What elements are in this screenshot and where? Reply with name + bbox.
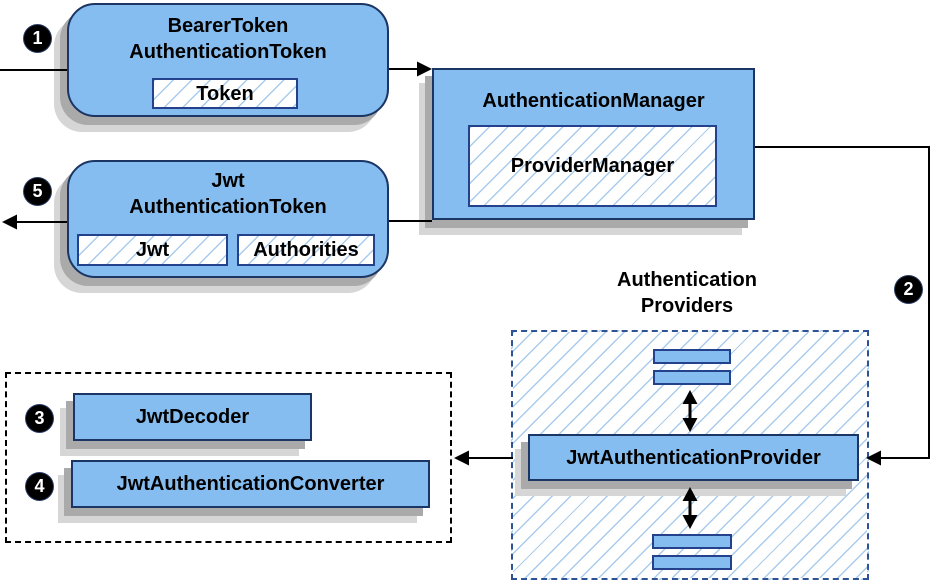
- jwt-decoder-node: JwtDecoder: [73, 393, 312, 441]
- step-badge-1: 1: [24, 25, 51, 52]
- step-badge-3-digit: 3: [34, 408, 45, 428]
- step-badge-4: 4: [26, 473, 53, 500]
- authorities-field: Authorities: [237, 234, 375, 266]
- authentication-providers-label-line1: Authentication: [617, 269, 757, 291]
- authentication-manager-node: AuthenticationManager ProviderManager: [432, 68, 755, 220]
- jwt-decoder-label: JwtDecoder: [135, 406, 250, 428]
- provider-manager-label: ProviderManager: [510, 155, 675, 177]
- bearer-token-title-line2: AuthenticationToken: [129, 41, 327, 63]
- jwt-authentication-converter-node: JwtAuthenticationConverter: [71, 460, 430, 508]
- arrow-left-icon: [2, 214, 17, 230]
- bearer-token-authentication-token-node: BearerToken AuthenticationToken Token: [67, 3, 389, 117]
- step-badge-5: 5: [24, 178, 51, 205]
- step-badge-3: 3: [26, 405, 53, 432]
- step-badge-2: 2: [895, 276, 922, 303]
- authorities-field-label: Authorities: [253, 239, 359, 261]
- bearer-token-title-line1: BearerToken: [167, 15, 289, 37]
- jwt-field: Jwt: [77, 234, 228, 266]
- jwt-field-label: Jwt: [135, 239, 170, 261]
- provider-slot-bar-top-2: [653, 370, 731, 385]
- jwt-token-title-line2: AuthenticationToken: [129, 196, 327, 218]
- arrow-right-icon: [417, 61, 432, 77]
- jwt-authentication-provider-node: JwtAuthenticationProvider: [528, 434, 859, 481]
- authentication-providers-label-line2: Providers: [640, 295, 734, 317]
- jwt-authentication-converter-label: JwtAuthenticationConverter: [116, 473, 385, 495]
- provider-slot-bar-bottom-1: [652, 534, 732, 549]
- authentication-providers-label: Authentication Providers: [577, 267, 797, 319]
- token-field-label: Token: [196, 82, 254, 105]
- arrow-left-icon: [454, 450, 469, 466]
- provider-slot-bar-top-1: [653, 349, 731, 364]
- authentication-manager-title: AuthenticationManager: [482, 90, 705, 112]
- step-badge-5-digit: 5: [32, 181, 43, 201]
- provider-slot-bar-bottom-2: [652, 555, 732, 570]
- jwt-processing-region: [5, 372, 452, 543]
- step-badge-2-digit: 2: [903, 279, 914, 299]
- step-badge-4-digit: 4: [34, 476, 45, 496]
- jwt-token-title-line1: Jwt: [211, 170, 245, 192]
- jwt-authentication-token-node: Jwt AuthenticationToken Jwt Authorities: [67, 160, 389, 278]
- provider-manager-field: ProviderManager: [468, 125, 717, 207]
- step-badge-1-digit: 1: [32, 28, 43, 48]
- jwt-authentication-provider-label: JwtAuthenticationProvider: [566, 446, 821, 469]
- token-field: Token: [152, 78, 298, 109]
